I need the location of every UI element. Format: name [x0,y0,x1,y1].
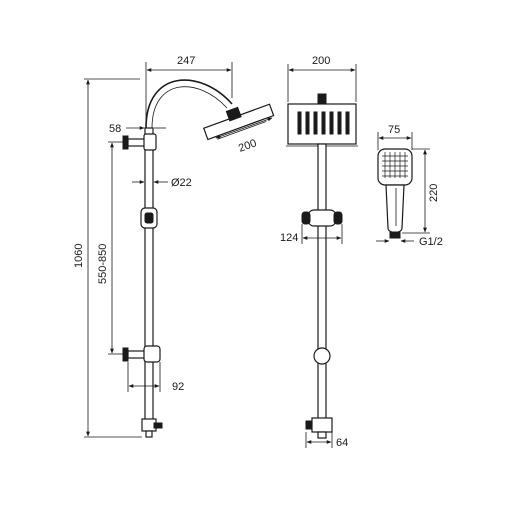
dim-hose-thread: G1/2 [419,236,443,248]
shower-arm [145,79,233,129]
dim-handshower-width: 75 [388,124,400,136]
dim-wall-depth: 92 [172,381,184,393]
dim-arm-reach: 247 [177,55,195,67]
rain-head-nozzles [297,111,350,135]
bottom-wall-bracket [122,345,161,363]
top-wall-bracket [122,133,157,151]
dim-bracket-offset: 58 [109,123,121,135]
lower-fixing-front [313,347,331,365]
dim-slider-depth: 124 [280,232,298,244]
dim-head-side: 200 [312,55,330,67]
dim-head-front: 200 [237,137,258,155]
dim-diverter-depth: 64 [336,437,348,449]
rain-head-side [202,103,275,141]
handshower-grid [382,152,408,178]
front-view: 200 124 64 [280,55,358,449]
handshower-handle [385,184,405,234]
handshower-view: 75 220 G1/2 [376,124,443,248]
handshower-connector [389,231,401,239]
riser-bar-front [317,143,327,421]
dim-total-height: 1060 [73,244,85,268]
slider-side [140,207,158,229]
slider-front [301,209,343,227]
dim-bar-diameter: Ø22 [171,177,192,189]
diverter-front [305,417,333,439]
diverter-side [141,418,163,438]
dim-handshower-length: 220 [428,184,440,202]
riser-bar [144,127,154,429]
side-view: 247 200 58 Ø22 1060 550-850 92 [73,55,275,438]
dim-bracket-spacing: 550-850 [97,244,109,284]
